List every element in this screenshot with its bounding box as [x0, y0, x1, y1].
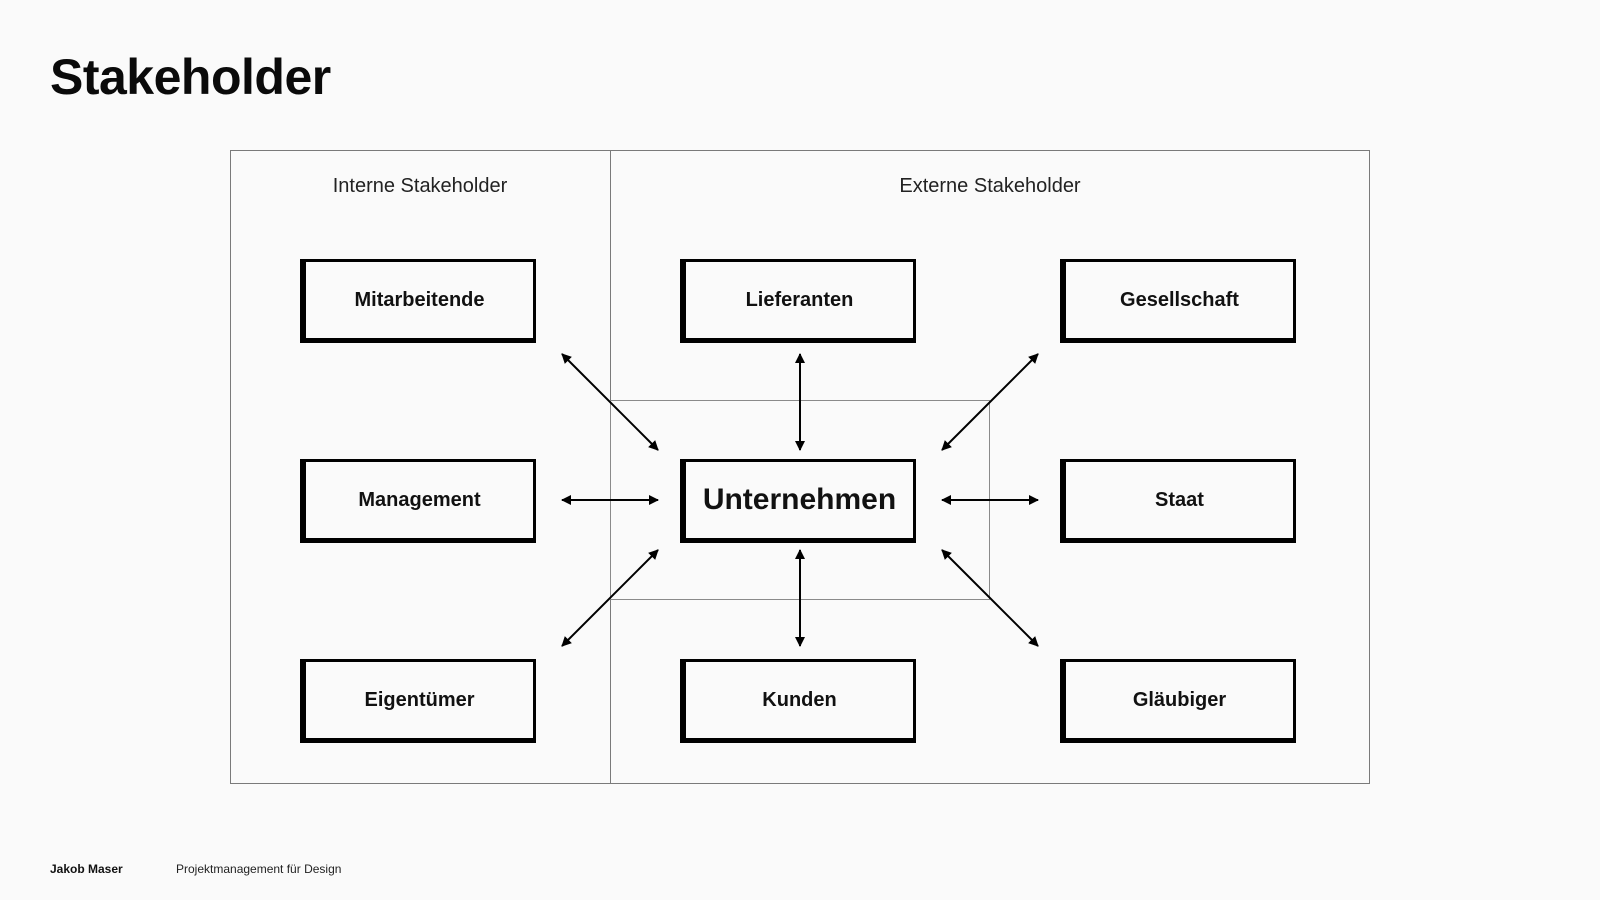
node-unternehmen: Unternehmen	[680, 459, 916, 543]
external-zone-label: Externe Stakeholder	[899, 175, 1081, 197]
footer-author: Jakob Maser	[50, 862, 123, 876]
node-mitarbeitende: Mitarbeitende	[300, 259, 536, 343]
node-lieferanten: Lieferanten	[680, 259, 916, 343]
node-kunden: Kunden	[680, 659, 916, 743]
diagram-frame	[230, 150, 1370, 784]
slide-title: Stakeholder	[50, 49, 331, 105]
node-staat: Staat	[1060, 459, 1296, 543]
node-glaeubiger: Gläubiger	[1060, 659, 1296, 743]
node-gesellschaft: Gesellschaft	[1060, 259, 1296, 343]
node-management: Management	[300, 459, 536, 543]
internal-zone-label: Interne Stakeholder	[332, 175, 508, 197]
node-eigentuemer: Eigentümer	[300, 659, 536, 743]
footer-course: Projektmanagement für Design	[176, 862, 342, 876]
